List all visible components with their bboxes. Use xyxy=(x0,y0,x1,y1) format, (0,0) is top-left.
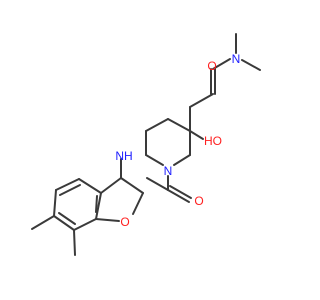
atom-nitrogen-amide: N xyxy=(232,52,241,66)
bond-c-nh xyxy=(146,177,169,191)
bond-ch-ar xyxy=(100,177,122,194)
bond-benz-4 xyxy=(53,215,75,231)
bond-methyl-6 xyxy=(31,215,55,230)
bond-benz-2 xyxy=(55,178,80,191)
bond-c3-oh xyxy=(189,130,204,140)
atom-hydroxyl: HO xyxy=(204,134,222,148)
bond-benz-fusion-inner xyxy=(95,195,98,213)
bond-c-n-amide xyxy=(212,58,231,70)
bond-ring-c4-c5 xyxy=(145,118,169,132)
bond-ring-n-c2 xyxy=(173,154,191,166)
bond-ring-c3-c4 xyxy=(167,118,191,132)
molecule-structure: O N HO N O NH O xyxy=(31,33,261,256)
atom-oxygen-furan: O xyxy=(120,215,129,229)
bond-benz-3 xyxy=(53,189,57,217)
atom-nitrogen-piperidine: N xyxy=(164,164,173,178)
atom-oxygen-urea: O xyxy=(194,194,203,208)
bond-carbonyl-ch2 xyxy=(189,93,214,108)
bond-benz-4-inner xyxy=(58,212,76,225)
molecule-canvas: O N HO N O NH O xyxy=(31,33,261,256)
bonds xyxy=(31,33,261,256)
bond-benz-5 xyxy=(73,218,97,231)
bond-ch2-o xyxy=(132,192,144,215)
bond-ar-fusion xyxy=(95,192,102,220)
bond-benz-1 xyxy=(78,178,102,194)
bond-o-ar xyxy=(95,218,120,222)
bond-n-methyl-right xyxy=(241,59,261,71)
bond-benz-2-inner xyxy=(59,184,81,196)
atom-nh: NH xyxy=(115,149,132,163)
bond-c-o-urea-1 xyxy=(167,189,190,203)
bond-methyl-7 xyxy=(73,229,76,256)
atom-oxygen-amide: O xyxy=(207,59,216,73)
bond-ring-c6-n xyxy=(145,154,164,166)
bond-c-o-urea-2 xyxy=(169,185,192,199)
atom-labels: O N HO N O NH O xyxy=(115,52,240,229)
bond-ch-ch2 xyxy=(120,177,144,194)
